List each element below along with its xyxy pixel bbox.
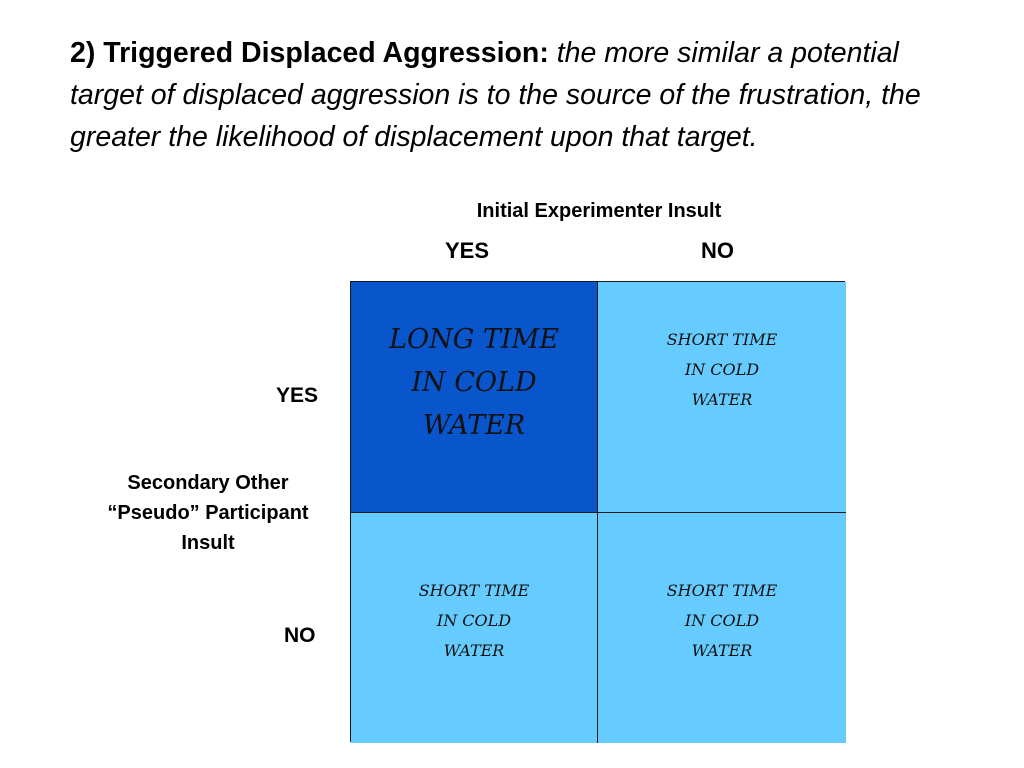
- heading-description: the more similar a potential target of d…: [70, 37, 921, 153]
- row-label-yes: YES: [276, 384, 319, 407]
- cell-yes-no: SHORT TIME IN COLD WATER: [598, 282, 846, 513]
- row-header: Secondary Other “Pseudo” Participant Ins…: [107, 472, 309, 554]
- cell-yes-no-text: SHORT TIME IN COLD WATER: [666, 330, 778, 409]
- cell-yes-yes-text: LONG TIME IN COLD WATER: [389, 323, 559, 441]
- cell-no-no: SHORT TIME IN COLD WATER: [598, 513, 846, 743]
- outcome-matrix: LONG TIME IN COLD WATER SHORT TIME IN CO…: [350, 281, 846, 743]
- column-label-no: NO: [701, 238, 734, 263]
- column-header: Initial Experimenter Insult: [476, 200, 722, 222]
- cell-yes-yes: LONG TIME IN COLD WATER: [351, 282, 598, 513]
- heading-lead: 2) Triggered Displaced Aggression:: [70, 37, 549, 69]
- column-label-yes: YES: [445, 238, 490, 263]
- slide-heading: 2) Triggered Displaced Aggression: the m…: [70, 32, 970, 158]
- cell-no-yes: SHORT TIME IN COLD WATER: [351, 513, 598, 743]
- row-label-no: NO: [284, 624, 316, 647]
- cell-no-no-text: SHORT TIME IN COLD WATER: [666, 581, 778, 660]
- cell-no-yes-text: SHORT TIME IN COLD WATER: [418, 581, 530, 660]
